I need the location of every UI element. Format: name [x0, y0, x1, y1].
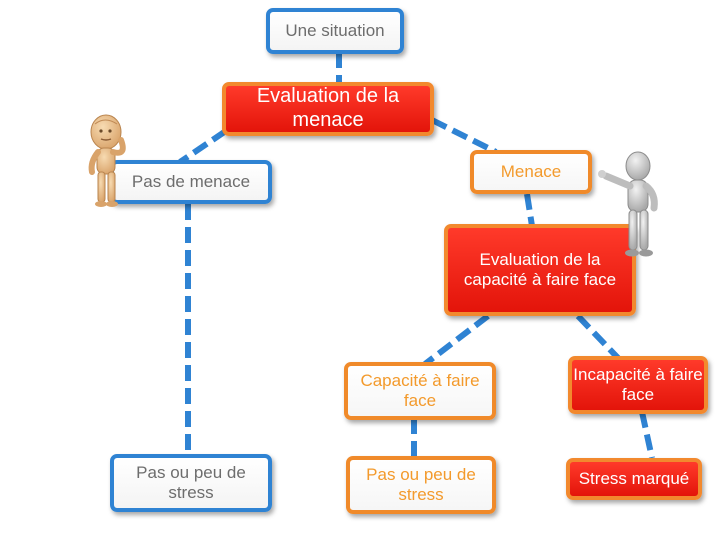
node-pas-stress-left-label: Pas ou peu de stress — [136, 462, 246, 502]
node-pas-stress-mid: Pas ou peu de stress — [346, 456, 496, 514]
pointing-figure-icon — [598, 151, 658, 257]
node-evaluation-capacite-label: Evaluation de la capacité à faire face — [463, 249, 617, 289]
node-incapacite: Incapacité à faire face — [568, 356, 708, 414]
node-capacite: Capacité à faire face — [344, 362, 496, 420]
node-evaluation-menace: Evaluation de la menace — [222, 82, 434, 136]
node-pas-stress-mid-label: Pas ou peu de stress — [366, 464, 476, 504]
node-une-situation-label: Une situation — [285, 20, 385, 40]
node-menace-label: Menace — [500, 161, 562, 181]
edge-capacite-left — [423, 313, 490, 367]
node-pas-de-menace: Pas de menace — [110, 160, 272, 204]
edge-menace-evaluation-capacite — [524, 193, 535, 227]
node-pas-stress-left: Pas ou peu de stress — [110, 454, 272, 512]
edge-evaluation-menace — [430, 117, 498, 155]
node-evaluation-menace-label: Evaluation de la menace — [256, 85, 400, 131]
node-une-situation: Une situation — [266, 8, 404, 54]
node-capacite-label: Capacité à faire face — [360, 370, 480, 410]
node-incapacite-label: Incapacité à faire face — [573, 364, 703, 404]
edge-capacite-right — [575, 313, 621, 361]
node-menace: Menace — [470, 150, 592, 194]
edge-incapacite-stress — [639, 411, 655, 459]
node-evaluation-capacite: Evaluation de la capacité à faire face — [444, 224, 636, 316]
node-stress-marque: Stress marqué — [566, 458, 702, 500]
node-pas-de-menace-label: Pas de menace — [131, 171, 251, 191]
node-stress-marque-label: Stress marqué — [578, 468, 690, 488]
thinking-figure-icon — [88, 114, 126, 207]
